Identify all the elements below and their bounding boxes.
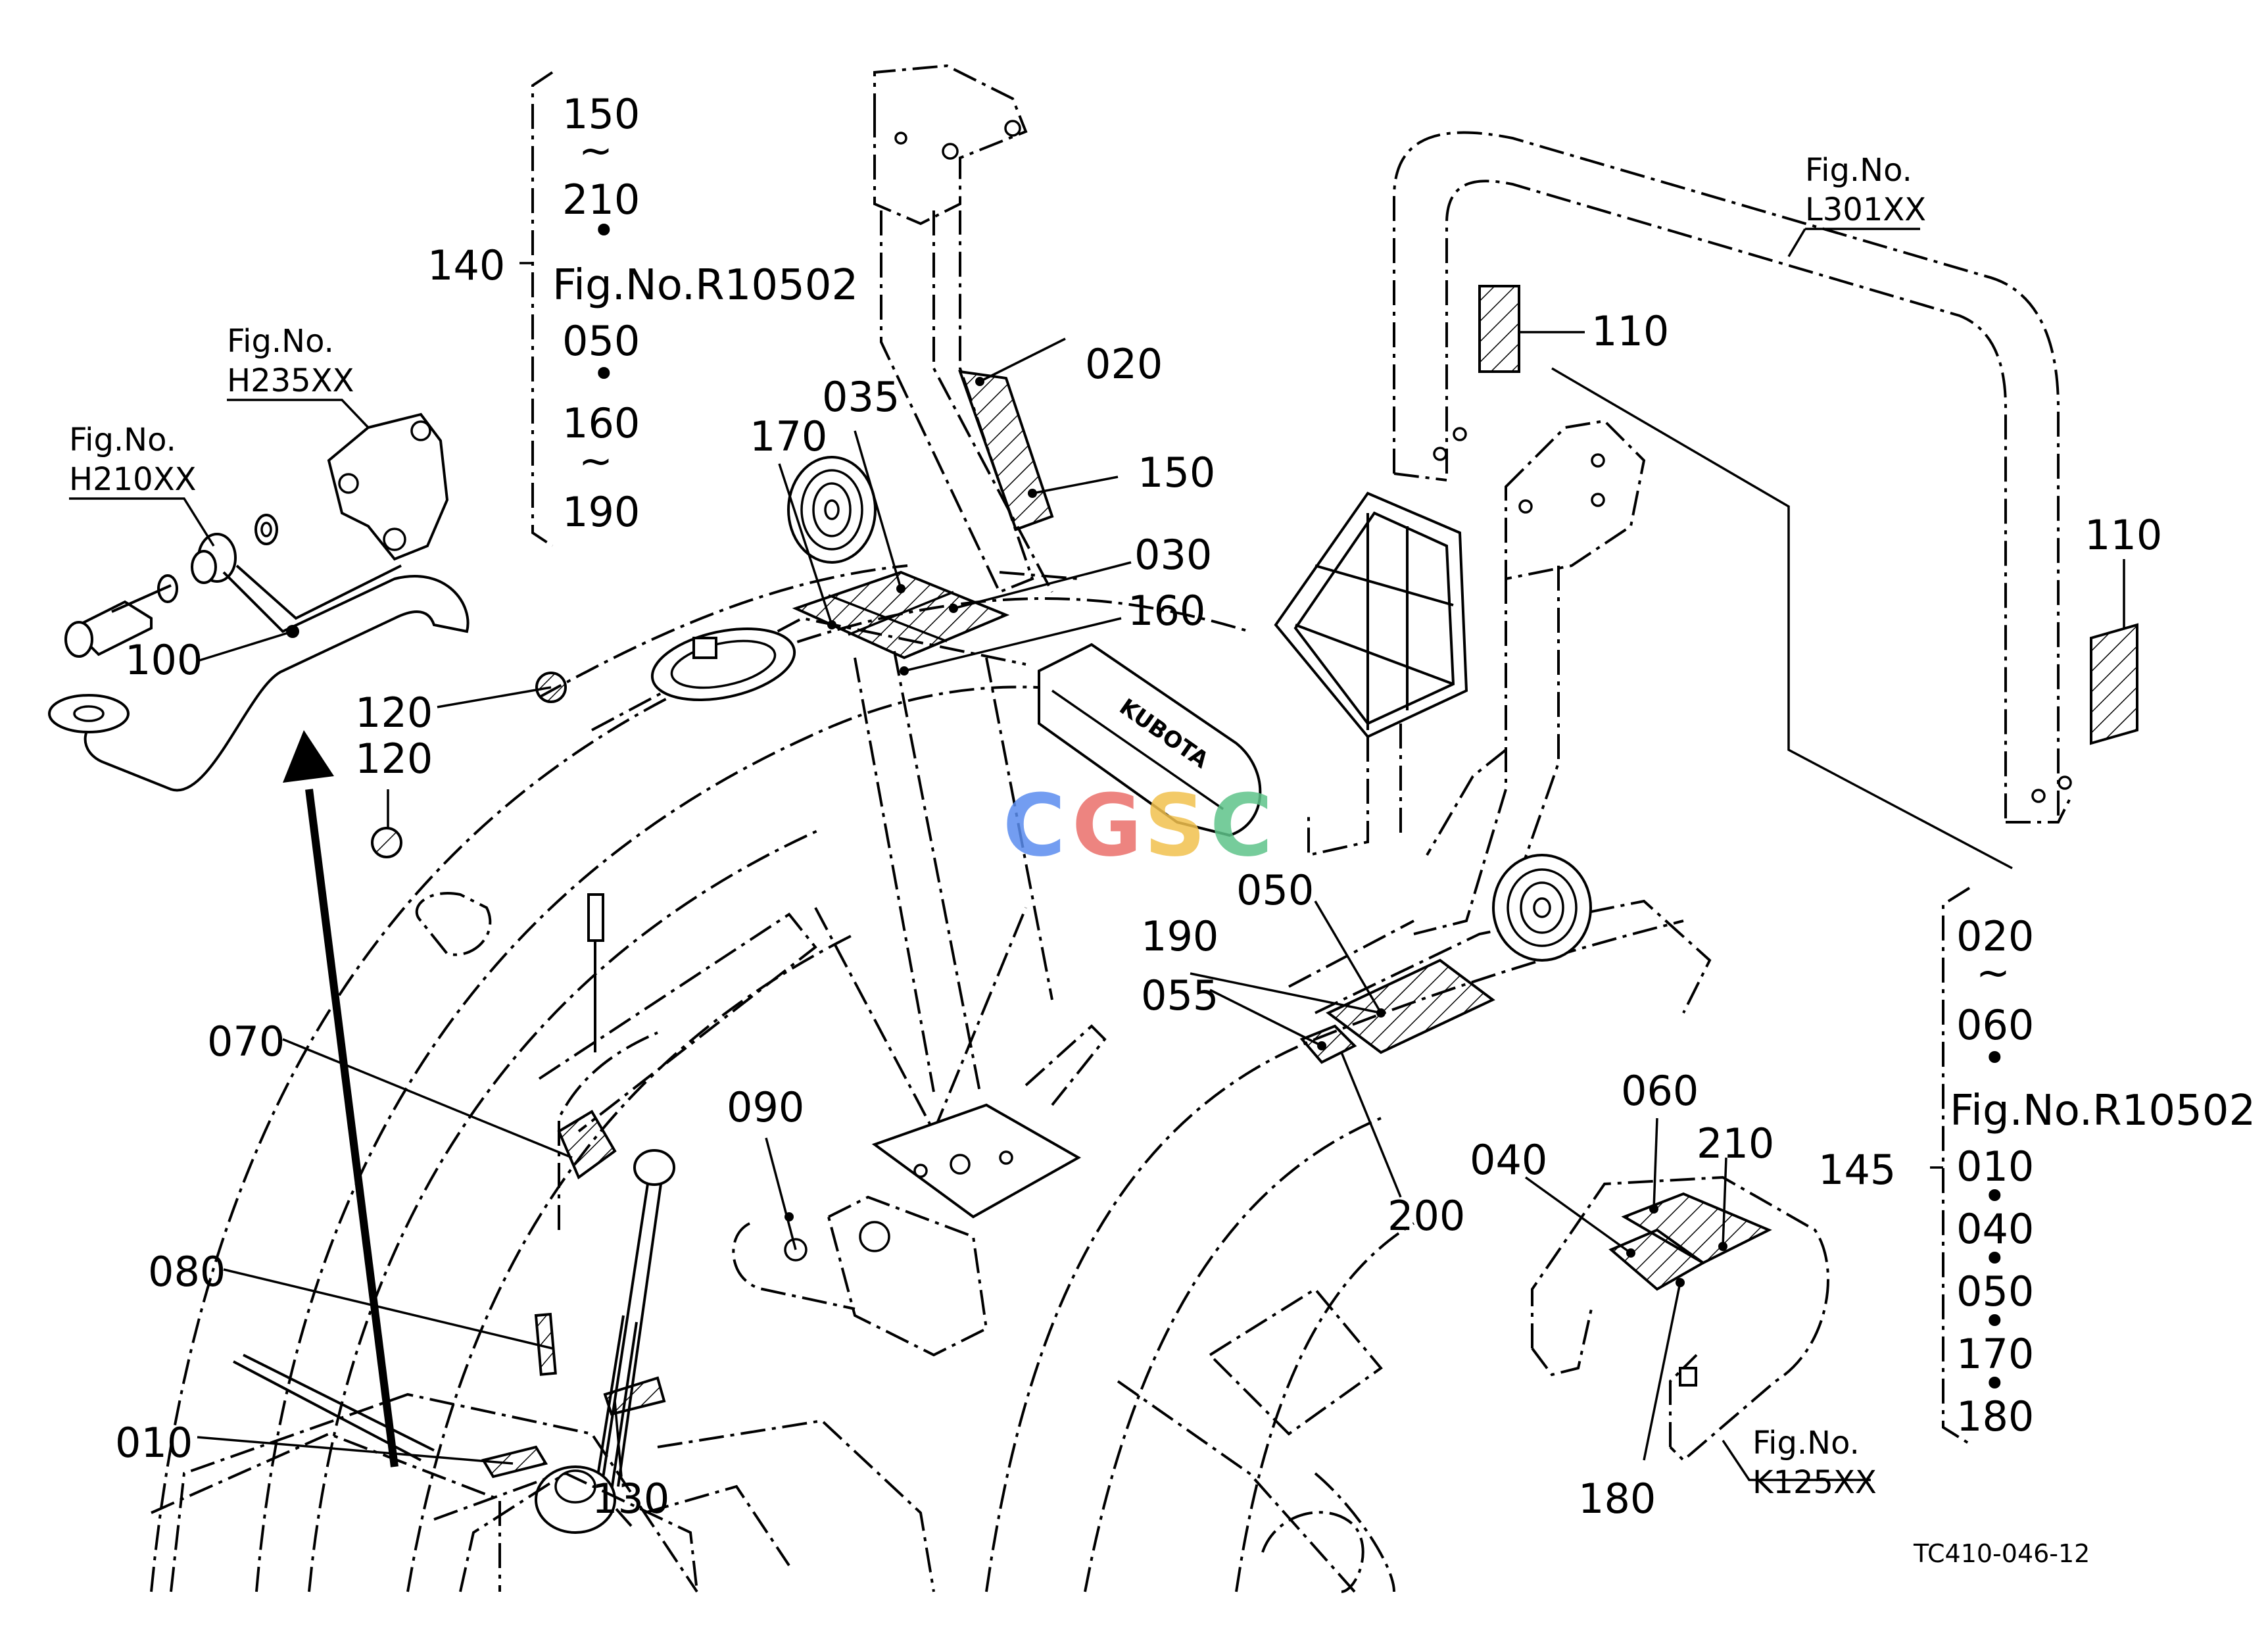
svg-text:Fig.No.R10502: Fig.No.R10502 — [1950, 1087, 2256, 1135]
callout-120b: 120 — [355, 735, 433, 783]
callout-090: 090 — [727, 1083, 804, 1131]
fig-ref-h235: Fig.No. H235XX — [227, 323, 370, 429]
group-145-ref: 145 — [1818, 1146, 1896, 1194]
svg-text:010: 010 — [1956, 1143, 2034, 1191]
svg-text:180: 180 — [1956, 1392, 2034, 1440]
svg-text:170: 170 — [1956, 1330, 2034, 1378]
callout-070: 070 — [207, 1018, 285, 1066]
svg-text:H235XX: H235XX — [227, 362, 354, 399]
callout-170: 170 — [750, 412, 827, 460]
svg-text:050: 050 — [1956, 1267, 2034, 1315]
svg-text:~: ~ — [579, 126, 613, 174]
fig-ref-k125: Fig.No. K125XX — [1752, 1425, 1877, 1501]
reflector-right — [1492, 854, 1592, 962]
base-housing — [459, 1287, 1383, 1593]
toolbox: KUBOTA — [1038, 643, 1262, 837]
svg-text:060: 060 — [1956, 1001, 2034, 1049]
fig-ref-h210: Fig.No. H210XX — [69, 422, 215, 547]
grommet-lower — [371, 827, 402, 858]
group-140-ref: 140 — [427, 241, 505, 289]
callout-060: 060 — [1621, 1067, 1699, 1115]
svg-text:190: 190 — [562, 488, 640, 536]
callout-160: 160 — [1128, 587, 1205, 635]
callout-120a: 120 — [355, 689, 433, 737]
svg-text:210: 210 — [562, 176, 640, 224]
drawing-code: TC410-046-12 — [1913, 1539, 2090, 1568]
svg-text:020: 020 — [1956, 912, 2034, 960]
callout-055: 055 — [1141, 971, 1218, 1020]
callout-210: 210 — [1697, 1119, 1774, 1168]
svg-text:•: • — [1983, 1034, 2007, 1082]
svg-text:•: • — [1983, 1235, 2007, 1283]
callout-180: 180 — [1578, 1475, 1656, 1523]
callout-190: 190 — [1141, 912, 1218, 960]
callout-numbers: 020 035 170 150 030 160 110 110 100 120 … — [115, 307, 2162, 1523]
svg-text:•: • — [1983, 1360, 2007, 1408]
reflector-left — [787, 456, 877, 564]
control-levers — [233, 893, 817, 1534]
svg-text:050: 050 — [562, 317, 640, 365]
svg-text:•: • — [592, 207, 616, 255]
rops-right-post — [1413, 419, 1646, 935]
direction-arrow — [283, 730, 398, 1467]
cover-k125 — [1531, 1175, 1829, 1462]
svg-text:•: • — [592, 350, 616, 398]
svg-text:K125XX: K125XX — [1752, 1464, 1877, 1501]
tractor-body-lineart — [150, 564, 1712, 1593]
svg-text:~: ~ — [1976, 948, 2010, 996]
callout-010: 010 — [115, 1419, 193, 1467]
callout-130: 130 — [592, 1475, 669, 1523]
svg-text:~: ~ — [579, 437, 613, 485]
svg-text:S: S — [1144, 775, 1206, 875]
rops-arch — [1393, 131, 2073, 870]
leader-lines — [197, 331, 2125, 1481]
svg-text:C: C — [1003, 775, 1065, 875]
callout-200: 200 — [1387, 1192, 1465, 1240]
svg-text:Fig.No.: Fig.No. — [69, 422, 176, 458]
bracket-145 — [1930, 887, 1971, 1445]
callout-050: 050 — [1236, 866, 1314, 914]
floor-hole — [415, 892, 492, 956]
callout-020: 020 — [1085, 340, 1163, 388]
callout-040: 040 — [1470, 1136, 1547, 1184]
svg-text:G: G — [1072, 775, 1142, 875]
svg-text:Fig.No.: Fig.No. — [1805, 152, 1912, 189]
callout-030: 030 — [1134, 531, 1212, 579]
group-145-list: 020 ~ 060 • Fig.No.R10502 010 • 040 • 05… — [1950, 912, 2256, 1440]
callout-080: 080 — [148, 1248, 226, 1296]
svg-text:Fig.No.: Fig.No. — [227, 323, 334, 360]
control-valve — [732, 1024, 1107, 1357]
svg-text:040: 040 — [1956, 1205, 2034, 1253]
callout-110a: 110 — [1591, 307, 1669, 355]
hydraulic-valve — [48, 412, 470, 792]
group-140-list: 150 ~ 210 • Fig.No.R10502 050 • 160 ~ 19… — [552, 90, 858, 536]
callout-150: 150 — [1138, 449, 1215, 497]
svg-text:150: 150 — [562, 90, 640, 138]
callout-035: 035 — [822, 373, 900, 421]
svg-text:•: • — [1983, 1297, 2007, 1345]
svg-text:Fig.No.R10502: Fig.No.R10502 — [552, 261, 858, 310]
fig-ref-l301: Fig.No. L301XX — [1787, 152, 1926, 257]
seat-frame — [1274, 491, 1468, 857]
svg-text:•: • — [1983, 1172, 2007, 1220]
callout-110b: 110 — [2085, 511, 2162, 559]
svg-text:H210XX: H210XX — [69, 461, 196, 498]
svg-text:160: 160 — [562, 399, 640, 447]
watermark-cgsc: C G S C — [1003, 775, 1272, 875]
svg-text:L301XX: L301XX — [1805, 191, 1926, 228]
bracket-140 — [519, 71, 554, 547]
svg-text:C: C — [1210, 775, 1272, 875]
callout-100: 100 — [125, 636, 203, 684]
oval-cap — [650, 627, 796, 701]
svg-text:Fig.No.: Fig.No. — [1752, 1425, 1860, 1462]
